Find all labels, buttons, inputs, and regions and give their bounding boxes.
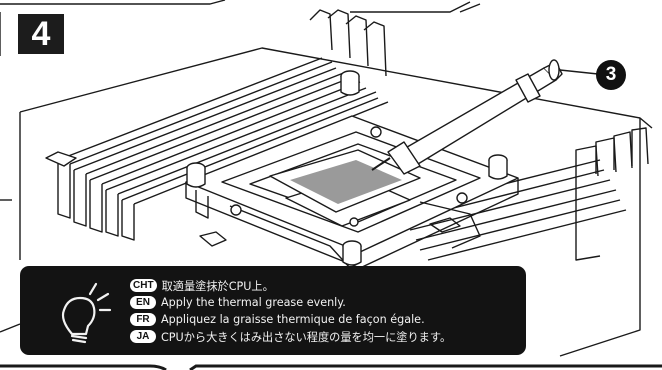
thermal-syringe [371, 59, 563, 175]
instruction-note: CHT 取適量塗抹於CPU上。 EN Apply the thermal gre… [20, 266, 526, 355]
instruction-line-en: EN Apply the thermal grease evenly. [130, 294, 451, 311]
next-step-frame-edge [0, 364, 662, 370]
instruction-line-ja: JA CPUから大きくはみ出さない程度の量を均一に塗ります。 [130, 328, 451, 345]
instruction-text: CPUから大きくはみ出さない程度の量を均一に塗ります。 [161, 330, 452, 344]
lightbulb-icon [61, 282, 112, 344]
instruction-line-fr: FR Appliquez la graisse thermique de faç… [130, 311, 451, 328]
thermal-paste [290, 160, 402, 204]
language-tag: FR [130, 313, 156, 326]
board-edge-top [19, 47, 653, 129]
instruction-line-cht: CHT 取適量塗抹於CPU上。 [130, 277, 451, 294]
callout-marker: 3 [596, 60, 626, 90]
instruction-text: Appliquez la graisse thermique de façon … [161, 313, 425, 326]
language-tag: JA [130, 330, 156, 343]
language-tag: EN [130, 296, 156, 309]
step-number-badge: 4 [18, 14, 64, 54]
instruction-text: 取適量塗抹於CPU上。 [161, 279, 274, 293]
socket-screws [186, 70, 508, 266]
instruction-text: Apply the thermal grease evenly. [161, 296, 346, 309]
language-tag: CHT [130, 279, 157, 292]
callout-leader [559, 69, 599, 75]
instruction-lines: CHT 取適量塗抹於CPU上。 EN Apply the thermal gre… [130, 277, 451, 345]
